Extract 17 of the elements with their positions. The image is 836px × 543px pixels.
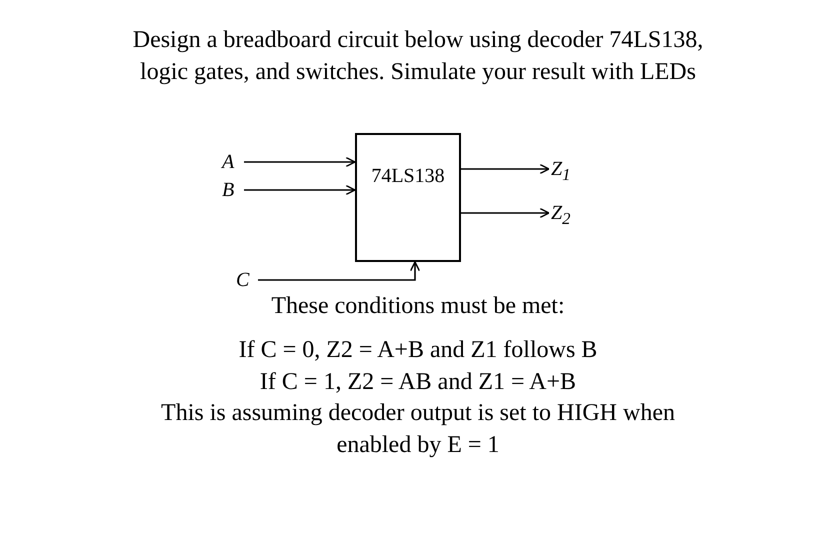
signal-label: B xyxy=(222,177,242,203)
signal-label: A xyxy=(222,149,242,175)
note-text: This is assuming decoder output is set to HIGH when enabled by E = 1 xyxy=(160,399,676,460)
signal-arrow xyxy=(244,156,356,168)
signal-arrow xyxy=(244,184,356,196)
signal-label: C xyxy=(236,267,256,293)
signal-label: Z$_{2}$ xyxy=(551,200,581,228)
condition-heading: These conditions must be met: xyxy=(270,292,566,321)
signal-arrow xyxy=(461,164,550,174)
decoder-box xyxy=(355,133,461,262)
title: Design a breadboard circuit below using decoder 74LS138, logic gates, and switches. Simulate your result with LEDs xyxy=(132,26,704,87)
signal-label: Z$_{1}$ xyxy=(551,156,581,184)
signal-arrow xyxy=(461,208,550,218)
signal-arrow xyxy=(258,261,420,281)
condition-text: If C = 1, Z2 = AB and Z1 = A+B xyxy=(258,368,578,397)
condition-text: If C = 0, Z2 = A+B and Z1 follows B xyxy=(238,336,598,365)
chip-label: 74LS138 xyxy=(370,165,446,188)
